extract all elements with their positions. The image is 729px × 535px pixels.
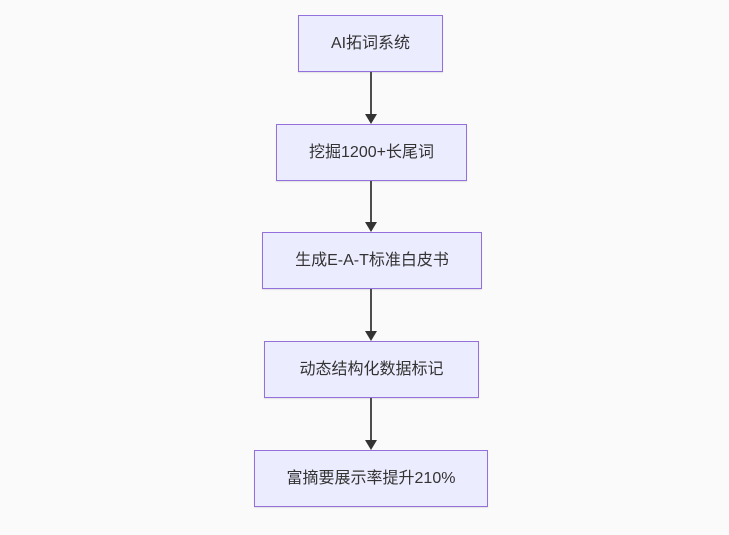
arrow-down-icon bbox=[365, 114, 377, 124]
flow-node-label: 动态结构化数据标记 bbox=[299, 360, 444, 378]
flow-node-structured-data-markup: 动态结构化数据标记 bbox=[264, 341, 479, 398]
arrow-line bbox=[370, 72, 372, 114]
flow-node-longtail-mining: 挖掘1200+长尾词 bbox=[276, 124, 467, 181]
flow-node-label: 生成E-A-T标准白皮书 bbox=[295, 251, 449, 269]
arrow-line bbox=[370, 289, 372, 331]
flow-node-label: 挖掘1200+长尾词 bbox=[309, 143, 434, 161]
flow-node-label: AI拓词系统 bbox=[330, 34, 411, 52]
arrow-line bbox=[370, 181, 372, 222]
arrow-line bbox=[370, 398, 372, 440]
flow-node-rich-snippet-result: 富摘要展示率提升210% bbox=[254, 450, 488, 507]
flow-node-label: 富摘要展示率提升210% bbox=[286, 469, 456, 487]
flow-node-ai-word-expansion: AI拓词系统 bbox=[298, 15, 443, 72]
arrow-down-icon bbox=[365, 222, 377, 232]
flow-node-eat-whitepaper: 生成E-A-T标准白皮书 bbox=[262, 232, 482, 289]
arrow-down-icon bbox=[365, 440, 377, 450]
arrow-down-icon bbox=[365, 331, 377, 341]
